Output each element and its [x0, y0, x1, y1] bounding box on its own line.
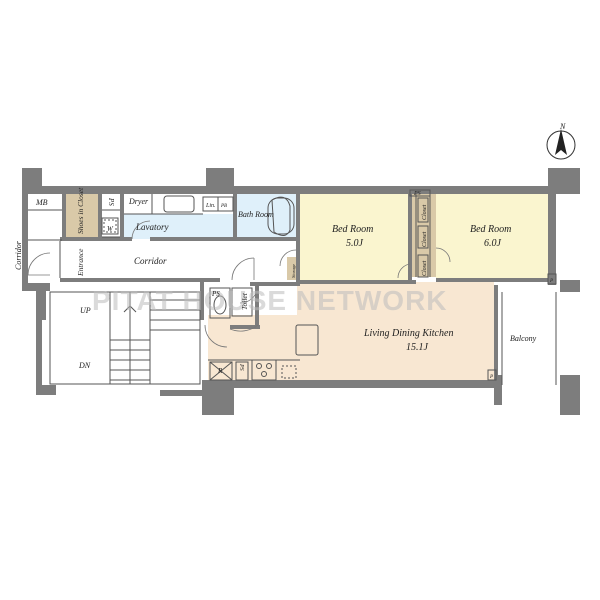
north-arrow-icon: N: [546, 122, 576, 160]
closet-label-1: Closet: [422, 204, 428, 220]
bedroom-2-label: Bed Room: [470, 224, 511, 235]
corridor-label: Corridor: [134, 256, 167, 266]
detail-lines: [28, 189, 557, 385]
shoes-closet-floor: [66, 192, 98, 237]
lavatory-label: Lavatory: [135, 222, 169, 232]
closet-label-2: Closet: [422, 231, 428, 247]
ps-label-bedroom: PS: [413, 191, 421, 197]
dryer-area: [124, 194, 152, 214]
storage-label: Storage: [291, 264, 296, 278]
stairs-down-label: DN: [78, 361, 91, 370]
ps-label-middle: PS: [211, 290, 220, 298]
mb-label: MB: [35, 198, 48, 207]
refrigerator-label: R: [217, 367, 223, 375]
pb-label: PB: [220, 204, 227, 209]
entrance-label: Entrance: [76, 248, 85, 277]
ldk-floor: [297, 282, 494, 380]
ldk-size: 15.1J: [406, 342, 429, 353]
corridor-left-label: Corridor: [14, 240, 23, 270]
north-label: N: [559, 122, 566, 131]
balcony-label: Balcony: [510, 334, 537, 343]
bedroom-1-label: Bed Room: [332, 224, 373, 235]
ldk-label: Living Dining Kitchen: [363, 328, 453, 339]
doors: [27, 220, 451, 348]
bedroom-2-floor: [436, 192, 548, 280]
watermark: PITAT HOUSE NETWORK: [92, 285, 448, 316]
closet-floor: [410, 192, 436, 277]
closet-label-3: Closet: [422, 260, 428, 276]
bath-floor: [234, 194, 296, 239]
p-label-bedroom: P: [549, 279, 553, 284]
lin-label: Lin.: [205, 203, 216, 209]
w-label: W: [107, 225, 114, 233]
bedroom-2-size: 6.0J: [484, 238, 502, 249]
shoes-closet-label: Shoes in Closet: [76, 187, 85, 234]
dryer-label: Dryer: [128, 197, 149, 206]
ps-label-top: PS: [107, 197, 115, 206]
bedroom-1-floor: [298, 192, 410, 282]
walls: [22, 168, 580, 415]
ps-label-kitchen: PS: [238, 363, 244, 371]
stairs-up-label: UP: [80, 306, 91, 315]
bath-room-label: Bath Room: [238, 210, 274, 219]
lavatory-floor: [124, 214, 234, 239]
bedroom-1-size: 5.0J: [346, 238, 364, 249]
toilet-label: Toilet: [240, 292, 249, 310]
p-label-ldk: P: [489, 375, 493, 380]
staircase: [49, 291, 201, 385]
